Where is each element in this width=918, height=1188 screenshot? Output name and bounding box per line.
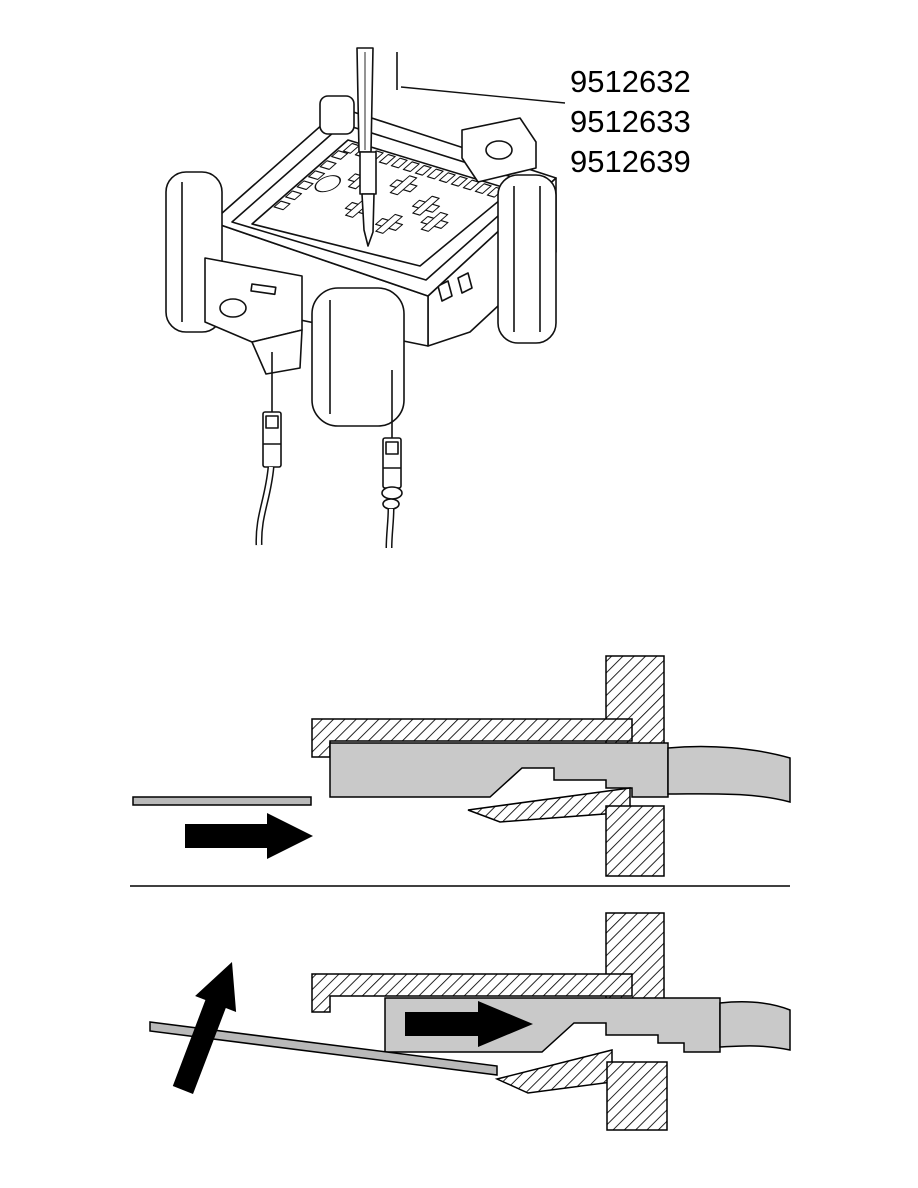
wire-cross-section: [719, 1001, 791, 1051]
cross-section-step2: [149, 912, 791, 1131]
housing-wall-lower: [606, 1061, 668, 1131]
right-corner-bumper: [497, 174, 557, 344]
crimp-barrel: [381, 486, 403, 500]
left-wire-terminal: [255, 352, 282, 546]
bracket-slot: [250, 283, 277, 296]
bracket-chute: [251, 329, 303, 375]
terminal-cross-section: [384, 997, 721, 1053]
round-cavity: [314, 175, 341, 193]
bracket-hole: [219, 298, 247, 318]
front-corner-bumper: [311, 287, 405, 427]
terminal-cross-section: [329, 742, 669, 798]
pull-direction-arrow: [405, 1001, 533, 1047]
leader-line: [400, 86, 566, 104]
release-tool: [149, 1021, 498, 1076]
relay-cavity: [411, 195, 441, 216]
part-number-label: 9512633: [570, 104, 691, 139]
wire-core: [256, 466, 273, 546]
part-number-label: 9512639: [570, 144, 691, 179]
wire-cross-section: [667, 745, 791, 803]
vent-slot: [437, 280, 453, 302]
terminal-window: [385, 441, 399, 455]
guard-hole: [485, 140, 513, 160]
terminal-window: [265, 415, 279, 429]
tool-blade-collar: [359, 151, 377, 195]
housing-top-wall: [311, 973, 633, 1013]
wire-core: [387, 508, 393, 549]
extraction-tool-blade: [356, 47, 398, 247]
housing-wall-lower: [605, 805, 665, 877]
cross-section-step1: [132, 655, 791, 877]
insert-direction-arrow: [185, 813, 313, 859]
tool-blade-tip: [361, 193, 375, 247]
back-left-guard: [319, 95, 355, 135]
right-wire-terminal: [381, 370, 403, 549]
vent-slot: [457, 272, 473, 294]
relay-cavity: [389, 175, 418, 196]
locking-tang-depressed: [494, 1049, 613, 1094]
relay-cavity: [374, 213, 404, 234]
crimp-barrel: [382, 498, 400, 510]
release-tool: [132, 796, 312, 806]
relay-cavity: [420, 211, 449, 232]
part-number-label: 9512632: [570, 64, 691, 99]
housing-top-wall: [311, 718, 633, 758]
fuse-box-figure: [165, 47, 557, 549]
lift-direction-arrow: [172, 962, 237, 1094]
